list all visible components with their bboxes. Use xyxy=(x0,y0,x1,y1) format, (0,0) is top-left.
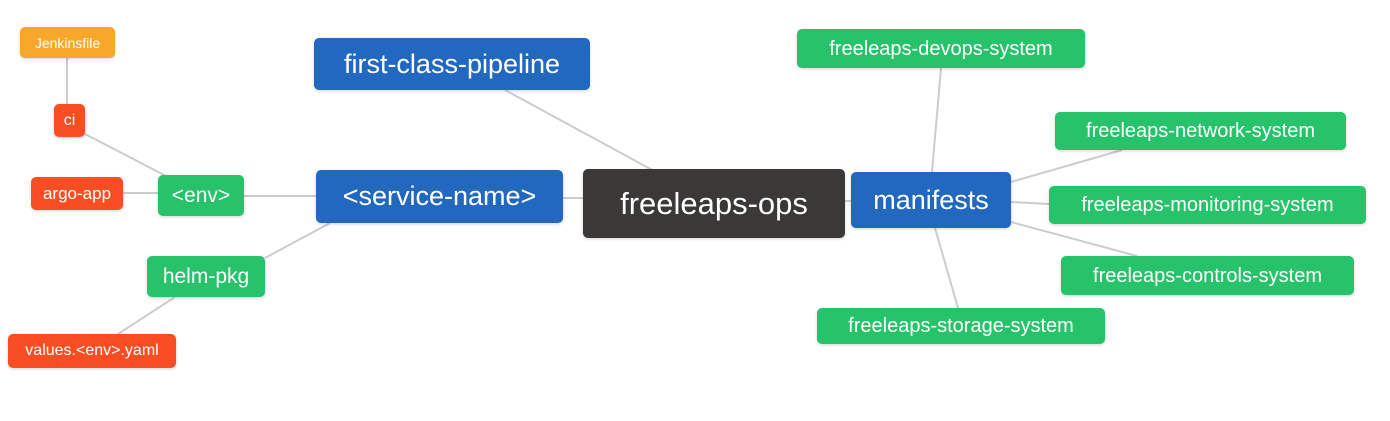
node-helm-pkg[interactable]: helm-pkg xyxy=(147,256,265,297)
edge-manifests-to-freeleaps-storage-system xyxy=(934,227,959,309)
edge-manifests-to-freeleaps-devops-system xyxy=(931,67,942,173)
node-first-class-pipeline[interactable]: first-class-pipeline xyxy=(314,38,590,90)
edge-manifests-to-freeleaps-monitoring-system xyxy=(1010,201,1050,205)
node-freeleaps-monitoring-system[interactable]: freeleaps-monitoring-system xyxy=(1049,186,1366,224)
node-argo-app[interactable]: argo-app xyxy=(31,177,123,210)
node-freeleaps-controls-system[interactable]: freeleaps-controls-system xyxy=(1061,256,1354,295)
edge-service-name-to-helm-pkg xyxy=(264,222,331,259)
node-freeleaps-ops[interactable]: freeleaps-ops xyxy=(583,169,845,238)
node-service-name[interactable]: <service-name> xyxy=(316,170,563,223)
node-freeleaps-network-system[interactable]: freeleaps-network-system xyxy=(1055,112,1346,150)
node-ci[interactable]: ci xyxy=(54,104,85,137)
edge-first-class-pipeline-to-freeleaps-ops xyxy=(504,89,657,173)
node-values-env-yaml[interactable]: values.<env>.yaml xyxy=(8,334,176,368)
edge-helm-pkg-to-values-env-yaml xyxy=(117,296,176,335)
edge-ci-to-env xyxy=(84,133,167,177)
edge-manifests-to-freeleaps-network-system xyxy=(1010,149,1123,183)
node-manifests[interactable]: manifests xyxy=(851,172,1011,228)
node-freeleaps-storage-system[interactable]: freeleaps-storage-system xyxy=(817,308,1105,344)
node-jenkinsfile[interactable]: Jenkinsfile xyxy=(20,27,115,58)
node-freeleaps-devops-system[interactable]: freeleaps-devops-system xyxy=(797,29,1085,68)
node-env[interactable]: <env> xyxy=(158,175,244,216)
edge-manifests-to-freeleaps-controls-system xyxy=(1010,221,1138,257)
